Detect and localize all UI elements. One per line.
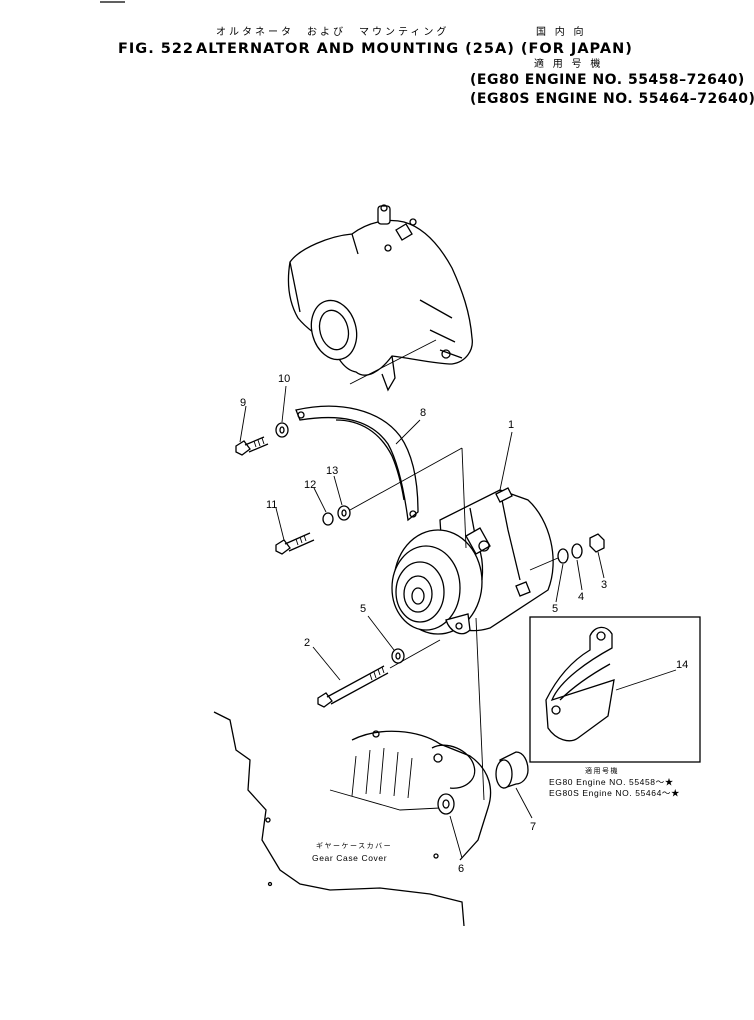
bushing-7	[495, 751, 529, 789]
spacer-6	[437, 793, 455, 815]
gear-case-cover-label: Gear Case Cover	[312, 853, 388, 863]
figure-title: ALTERNATOR AND MOUNTING (25A) (FOR JAPAN…	[196, 41, 633, 57]
engine-range-eg80: (EG80 ENGINE NO. 55458–72640)	[470, 72, 745, 88]
engine-range-eg80s: (EG80S ENGINE NO. 55464–72640)	[470, 91, 754, 107]
figure-number: FIG. 522	[118, 41, 195, 57]
washer-10	[275, 422, 289, 438]
bolt-2	[317, 639, 441, 708]
washer-5-right	[557, 548, 569, 564]
callout-6: 6	[458, 863, 464, 875]
gear-case-cover-japanese: ギヤーケースカバー	[316, 843, 393, 850]
cover-14	[545, 626, 615, 742]
bolt-9	[235, 436, 269, 456]
leader-lines	[239, 385, 677, 859]
callout-13: 13	[326, 465, 338, 477]
callout-5-right: 5	[552, 603, 558, 615]
callout-4: 4	[578, 591, 584, 603]
lock-washer-12	[322, 512, 334, 526]
callout-11: 11	[266, 499, 277, 511]
callout-9: 9	[240, 397, 246, 409]
callout-1: 1	[508, 419, 514, 431]
bolt-11	[275, 532, 315, 555]
alternator	[391, 487, 554, 635]
washer-13	[337, 505, 351, 521]
inset-engine-eg80: EG80 Engine NO. 55458～★	[549, 777, 674, 787]
inset-engine-eg80s: EG80S Engine NO. 55464～★	[549, 788, 681, 798]
water-pump-housing	[287, 204, 473, 392]
inset-japanese-applicable: 適用号機	[585, 768, 619, 775]
inset-panel	[529, 616, 701, 763]
callout-10: 10	[278, 373, 290, 385]
washer-5-left	[391, 648, 405, 664]
callout-2: 2	[304, 637, 310, 649]
lock-washer-4	[571, 543, 583, 559]
japanese-title: オルタネータ および マウンティング	[216, 27, 450, 38]
callout-14: 14	[676, 659, 688, 671]
callout-5-left: 5	[360, 603, 366, 615]
callout-7: 7	[530, 821, 536, 833]
callout-8: 8	[420, 407, 426, 419]
adjusting-bar	[295, 339, 437, 522]
japanese-applicable-label: 適 用 号 機	[534, 59, 604, 70]
callout-12: 12	[304, 479, 316, 491]
nut-3	[589, 533, 605, 553]
japanese-domestic-label: 国 内 向	[536, 27, 587, 38]
callout-3: 3	[601, 579, 607, 591]
gear-case-cover	[213, 617, 492, 927]
callout-labels: 1 2 3 4 5 5 6 7 8 9 10 11 12 13 14	[240, 373, 688, 875]
